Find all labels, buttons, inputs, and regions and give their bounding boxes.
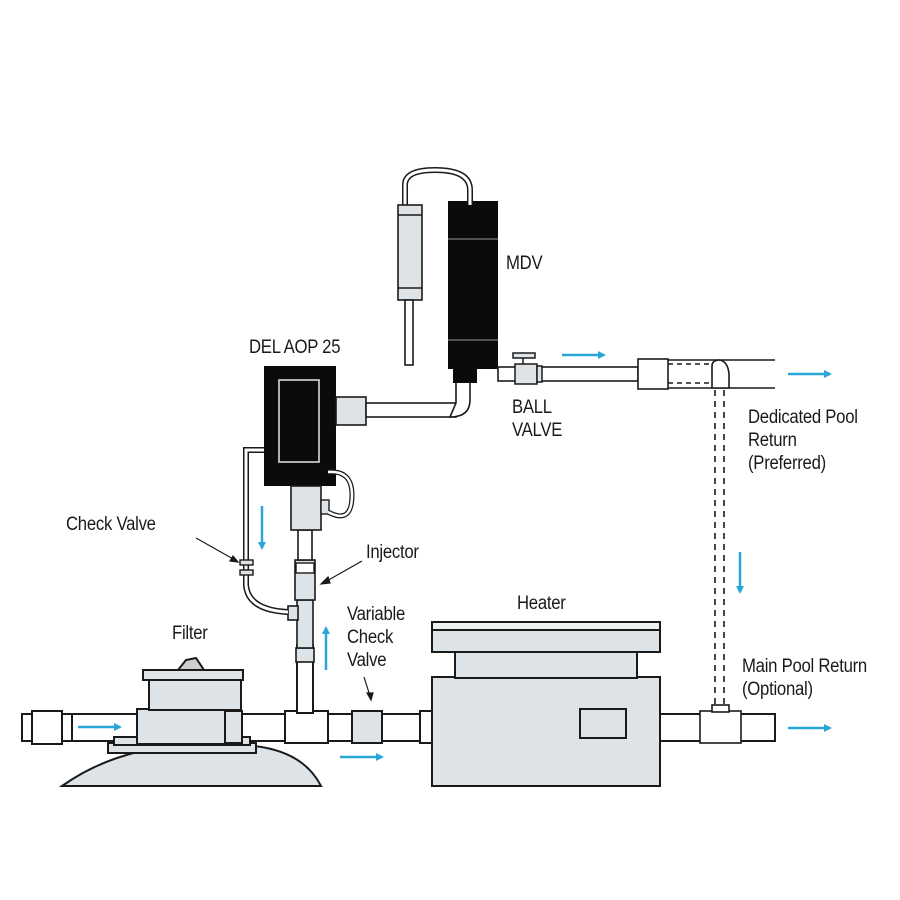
ball-valve [512,352,543,385]
label-injector: Injector [366,542,419,563]
check-valve-line [243,447,289,615]
inlet-coupling [31,710,73,745]
filter [58,656,323,787]
variable-check-valve [351,710,383,744]
label-filter: Filter [172,623,208,644]
injector [295,562,315,574]
label-dedicated-pool-return: Dedicated Pool Return (Preferred) [748,407,858,474]
leader-lines [195,537,374,702]
mdv-unit [448,201,498,383]
label-del-aop-25: DEL AOP 25 [249,337,341,358]
label-mdv: MDV [506,253,543,274]
label-variable-check-valve: Variable Check Valve [347,604,405,671]
del-aop-unit [264,366,367,531]
leader-injector [324,560,363,583]
main-return-tee [699,704,742,744]
label-ball-valve: BALL VALVE [512,397,563,441]
label-check-valve: Check Valve [66,514,156,535]
label-heater: Heater [517,593,566,614]
label-main-pool-return: Main Pool Return (Optional) [742,656,867,700]
aop-to-mdv-pipe [365,379,471,418]
mdv-side-cylinder [397,204,423,366]
leader-check-valve [195,537,236,561]
injector-stack [287,529,316,663]
heater [419,621,661,787]
flow-arrows [78,351,832,761]
mdv-tube [402,166,473,205]
check-valve [239,559,254,576]
optional-dashed-line [714,390,725,705]
